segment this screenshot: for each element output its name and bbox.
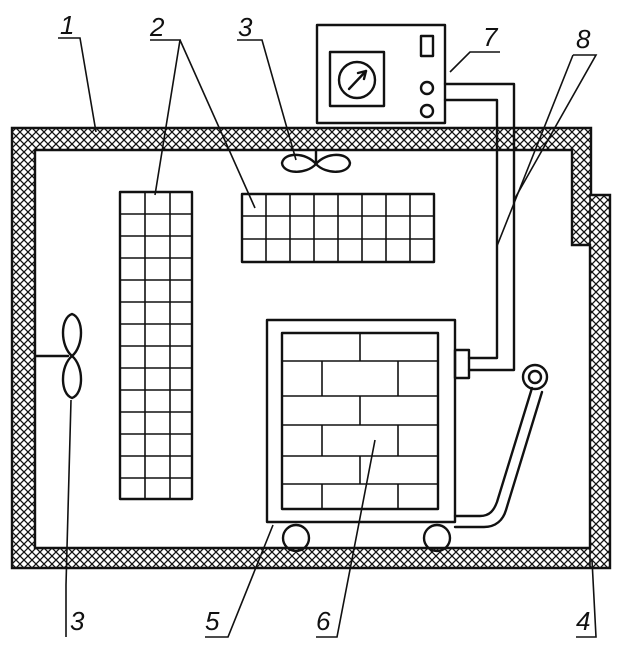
brick-stack [280,331,440,511]
cables [443,82,516,372]
control-unit [315,23,447,125]
label-6: 6 [316,606,331,636]
label-7: 7 [483,22,499,52]
fan-top [280,148,352,173]
label-2: 2 [149,12,165,42]
label-4: 4 [576,606,590,636]
label-5: 5 [205,606,220,636]
heater-panel-vertical [118,190,194,501]
label-1: 1 [60,10,74,40]
label-3-top: 3 [238,12,253,42]
label-3-bottom: 3 [70,606,85,636]
label-8: 8 [576,24,591,54]
heater-panel-horizontal [240,192,436,264]
fan-left [33,312,83,400]
cart [265,318,549,553]
leader-lines [58,37,598,638]
labels: 1 2 3 3 4 5 6 7 8 [60,10,591,636]
